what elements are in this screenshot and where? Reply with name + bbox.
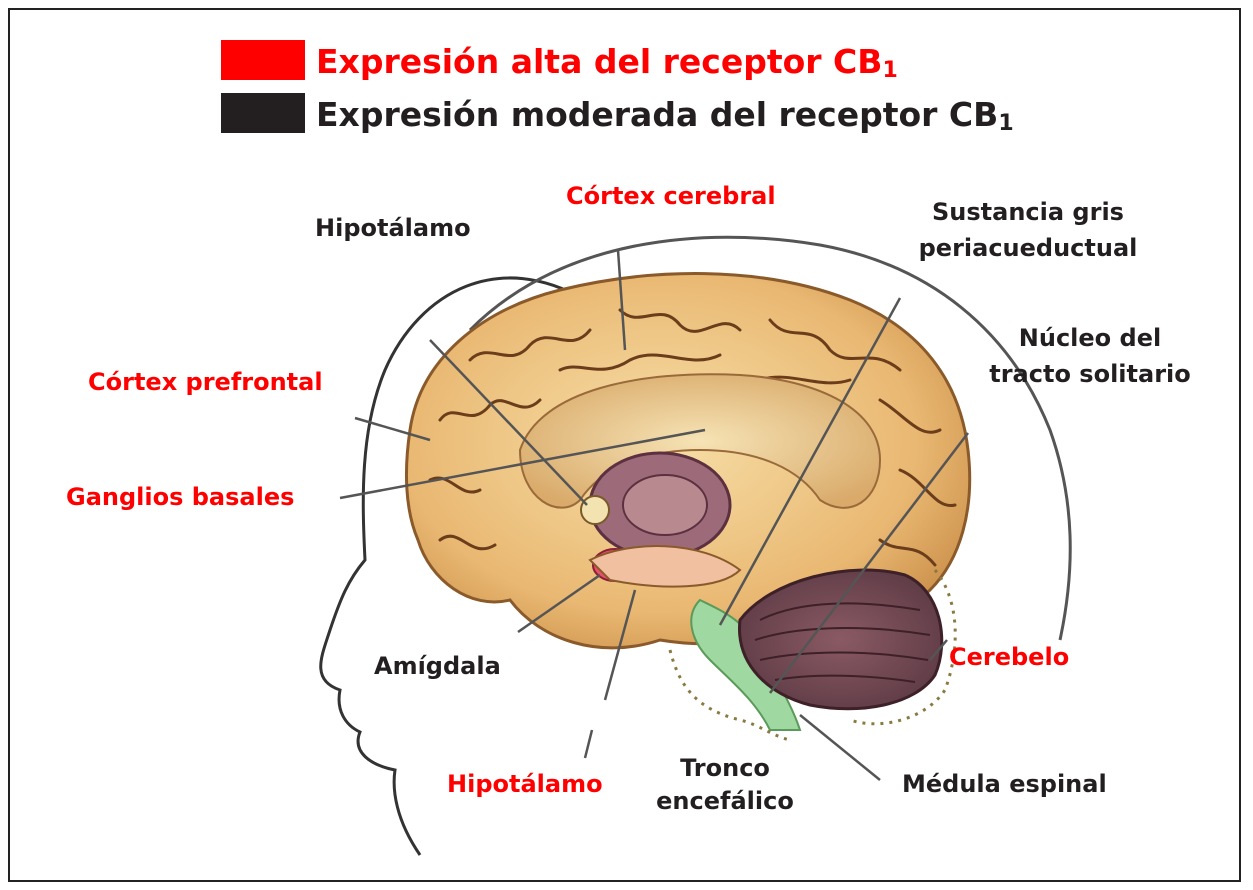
label-cortex-prefrontal: Córtex prefrontal <box>88 368 323 397</box>
label-ganglios-basales: Ganglios basales <box>66 483 294 512</box>
label-cortex-cerebral: Córtex cerebral <box>566 182 776 211</box>
label-nucleo-line1: Núcleo del <box>955 324 1225 353</box>
label-cerebelo: Cerebelo <box>949 643 1069 672</box>
label-sustancia-gris-line1: Sustancia gris <box>898 198 1158 227</box>
label-medula-espinal: Médula espinal <box>902 770 1107 799</box>
label-hipotalamo-bottom: Hipotálamo <box>447 770 603 799</box>
label-sustancia-gris-line2: periacueductual <box>898 234 1158 263</box>
label-nucleo-line2: tracto solitario <box>955 360 1225 389</box>
label-amigdala: Amígdala <box>374 652 501 681</box>
thalamus-inner <box>623 475 707 535</box>
label-tronco-line2: encefálico <box>650 787 800 816</box>
label-tronco-line1: Tronco <box>650 754 800 783</box>
basal-ganglia <box>581 496 609 524</box>
label-hipotalamo-top: Hipotálamo <box>315 214 471 243</box>
